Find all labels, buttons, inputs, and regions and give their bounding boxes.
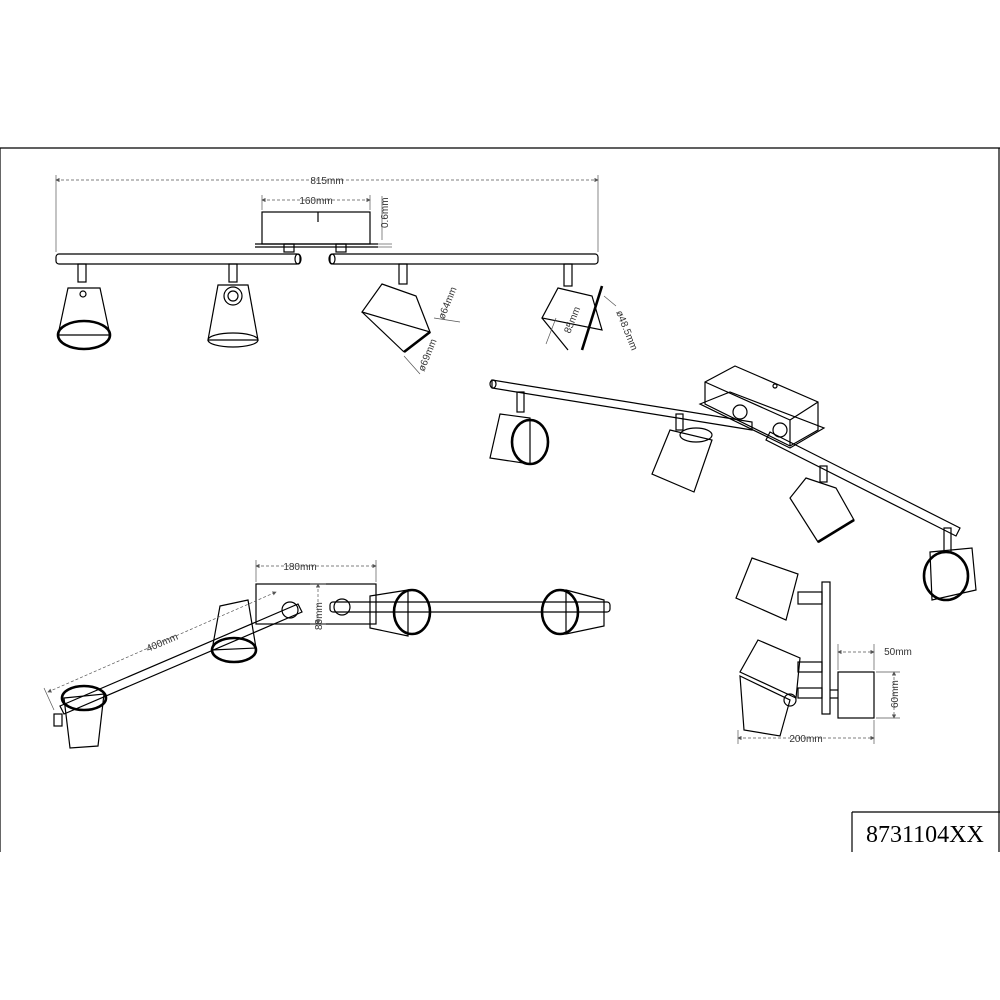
front-view-dimensions [55,175,617,375]
dim-plate-length: 180mm [283,562,316,573]
side-view [735,557,875,737]
product-code: 8731104XX [866,822,984,848]
dim-base-length: 160mm [299,196,332,207]
perspective-view [489,365,977,602]
dim-plate-width: 80mm [314,602,325,630]
dim-shade-diameter-top: ø64mm [437,286,460,322]
dim-shade-diameter-small: ø48.5mm [613,309,639,352]
dim-shade-diameter-bottom: ø69mm [417,338,440,374]
dim-shade-height: 85mm [563,305,584,335]
sheet-border [0,147,1000,852]
dim-side-height: 60mm [890,680,901,708]
dim-overall-length: 815mm [310,176,343,187]
dim-side-length: 200mm [789,734,822,745]
dim-arm-length: 400mm [145,632,180,655]
dim-side-depth: 50mm [884,647,912,658]
top-view-dimensions [43,560,377,711]
top-view [53,583,611,749]
title-block [851,811,1000,852]
dim-base-offset: 0.6mm [380,197,391,228]
side-view-dimensions [737,644,900,744]
front-view [55,211,604,354]
